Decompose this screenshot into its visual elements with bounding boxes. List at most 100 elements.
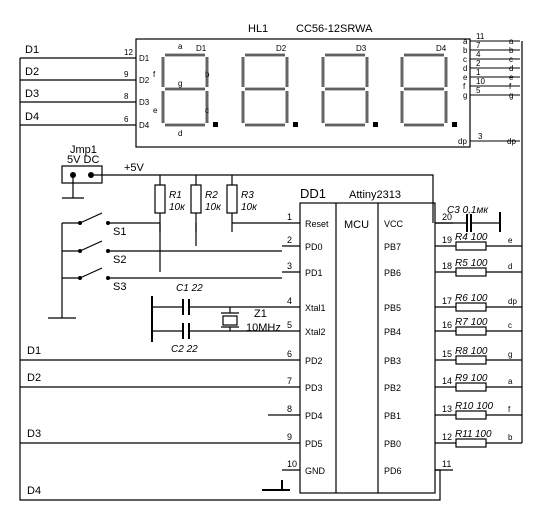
mcu-pin-name: PD3 bbox=[305, 383, 323, 393]
digit-3 bbox=[321, 53, 369, 127]
mcu-pin-name: PB0 bbox=[384, 439, 401, 449]
crystal-body bbox=[222, 315, 238, 326]
mcu-pin-number-right: 15 bbox=[442, 349, 452, 359]
segment-resistor-ref: R6 bbox=[455, 293, 468, 304]
segment-letter: e bbox=[153, 106, 158, 115]
display-pin-number: 2 bbox=[476, 59, 481, 68]
mcu-pin-name: PB3 bbox=[384, 356, 401, 366]
switch-contact bbox=[78, 276, 82, 280]
mcu-pin-name: PB5 bbox=[384, 303, 401, 313]
pullup-net bbox=[159, 222, 282, 272]
mcu-pin-name: Xtal1 bbox=[305, 303, 326, 313]
mcu-ref: DD1 bbox=[300, 186, 326, 201]
switch-gnd bbox=[48, 223, 76, 319]
jumper-gnd-wire bbox=[62, 175, 84, 199]
mcu-pin-number-right: 18 bbox=[442, 261, 452, 271]
segment-resistor-value: 100 bbox=[471, 346, 488, 357]
display-pin-number: 9 bbox=[124, 70, 129, 79]
c2-plates bbox=[182, 323, 190, 339]
segment-resistor-value: 100 bbox=[471, 258, 488, 269]
digit-net-label: D3 bbox=[25, 88, 39, 100]
display-pin-label: D1 bbox=[139, 54, 150, 63]
c1-label: C1 22 bbox=[176, 283, 203, 294]
display-pin-letter-right: d bbox=[509, 64, 513, 73]
segment-resistor-ref: R11 bbox=[455, 429, 472, 440]
mcu-pin-number: 8 bbox=[287, 404, 292, 414]
digit-net-label: D4 bbox=[27, 485, 41, 497]
display-pin-number: 5 bbox=[476, 86, 481, 95]
display-pin-letter: e bbox=[463, 73, 468, 82]
pullup-ref: R1 bbox=[169, 190, 182, 201]
segment-resistor-value: 100 bbox=[476, 401, 493, 412]
digit-net-label: D4 bbox=[25, 111, 39, 123]
mcu-dividers bbox=[335, 203, 379, 493]
segment-net-letter: f bbox=[508, 405, 511, 414]
segment-resistor-value: 100 bbox=[475, 429, 492, 440]
c2-label: C2 22 bbox=[171, 344, 198, 355]
display-pin-letter-right: a bbox=[509, 37, 514, 46]
segment-letter: c bbox=[205, 106, 209, 115]
mcu-pin-name: PB4 bbox=[384, 327, 401, 337]
segment-resistor-ref: R7 bbox=[455, 317, 468, 328]
segment-letter: a bbox=[178, 42, 183, 51]
mcu-pin-number: 2 bbox=[287, 235, 292, 245]
mcu-body bbox=[299, 202, 436, 494]
switch-lever bbox=[79, 212, 103, 224]
display-pin-number: 10 bbox=[476, 77, 485, 86]
digit-3-highlight bbox=[322, 54, 368, 126]
digit-net-label: D1 bbox=[27, 345, 41, 357]
switch-lever bbox=[79, 267, 103, 279]
display-pin-letter: b bbox=[463, 46, 468, 55]
mcu-pin-number-right: 17 bbox=[442, 296, 452, 306]
pullup-value: 10к bbox=[169, 202, 186, 213]
segment-resistor-ref: R4 bbox=[455, 232, 468, 243]
mcu-pin-name: GND bbox=[305, 466, 326, 476]
mcu-pin-number-right: 19 bbox=[442, 235, 452, 245]
segment-net-letter: c bbox=[508, 321, 512, 330]
c3-plates bbox=[466, 212, 501, 232]
display-pin-number: 12 bbox=[124, 48, 133, 57]
mcu-dd1: DD1 Attiny2313 MCU 1Reset2PD03PD14Xtal15… bbox=[262, 186, 501, 501]
vcc-wire bbox=[91, 174, 434, 223]
display-pin-letter: d bbox=[463, 64, 467, 73]
decimal-point bbox=[373, 122, 378, 127]
mcu-pin-name: PD5 bbox=[305, 439, 323, 449]
pullup-value: 10к bbox=[241, 202, 258, 213]
crystal-plates bbox=[221, 312, 239, 328]
display-pin-number: 1 bbox=[476, 68, 481, 77]
pullup-body bbox=[154, 184, 166, 214]
switch-label: S2 bbox=[113, 254, 126, 266]
segment-resistor-body bbox=[455, 326, 487, 336]
display-pin-label: D4 bbox=[139, 121, 150, 130]
display-dp-letter: dp bbox=[507, 137, 516, 146]
gnd-symbol bbox=[262, 480, 290, 491]
digit-4-highlight bbox=[401, 54, 447, 126]
digit-1 bbox=[161, 53, 209, 127]
digit-4 bbox=[400, 53, 448, 127]
mcu-pin-number-right: 14 bbox=[442, 376, 452, 386]
mcu-pin-number: 9 bbox=[287, 432, 292, 442]
segment-resistor-body bbox=[455, 438, 487, 448]
c1-plates bbox=[182, 299, 190, 315]
segment-resistor-ref: R9 bbox=[455, 373, 468, 384]
display-pin-label: D2 bbox=[139, 76, 150, 85]
digit-2 bbox=[241, 53, 289, 127]
switch-label: S1 bbox=[113, 226, 126, 238]
pullup-body bbox=[226, 184, 238, 214]
mcu-pin-name: PD2 bbox=[305, 356, 323, 366]
digit-bus-left bbox=[19, 58, 283, 501]
segment-resistor-body bbox=[455, 355, 487, 365]
crystal-value: 10MHz bbox=[246, 322, 281, 334]
display-pin-letter: g bbox=[463, 91, 467, 100]
display-pin-number: 7 bbox=[476, 41, 481, 50]
segment-resistor-ref: R8 bbox=[455, 346, 468, 357]
digit-net-label: D2 bbox=[27, 372, 41, 384]
digit-label: D4 bbox=[436, 44, 447, 53]
